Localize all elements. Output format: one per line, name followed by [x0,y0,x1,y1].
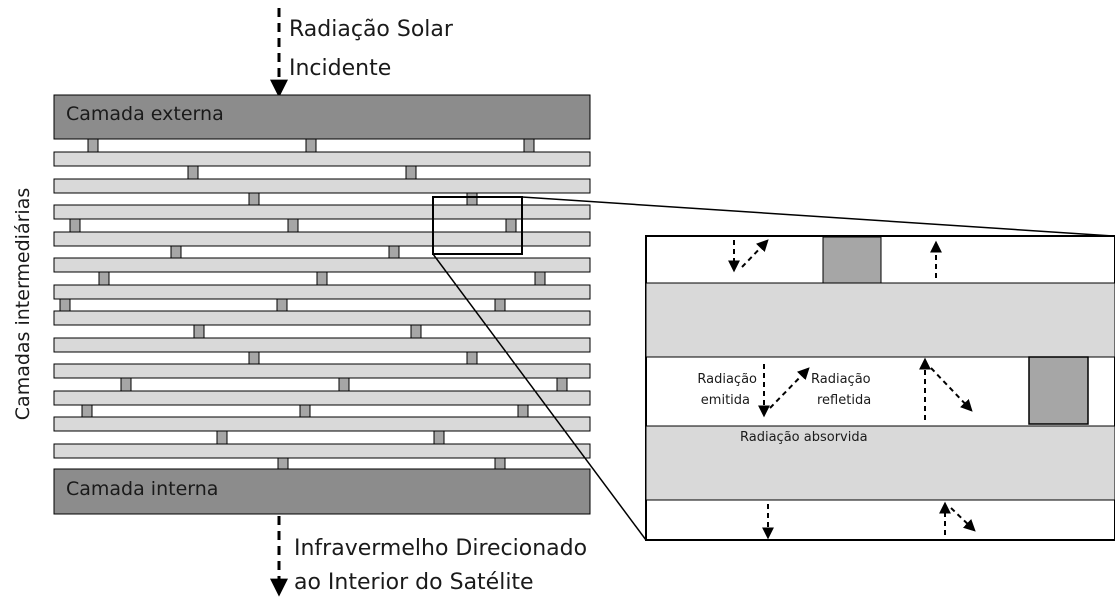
zoom-selection-box [432,196,523,255]
spacer-block [305,138,317,153]
spacer-block [388,245,400,259]
spacer-block [433,430,445,445]
spacer-block [81,404,93,418]
spacer-block [277,457,289,470]
zoom-connector-top [521,196,1114,237]
intermediate-layer [53,257,591,273]
spacer-block [556,377,568,392]
spacer-block [69,218,81,233]
intermediate-layer [53,337,591,353]
intermediate-layer [53,390,591,406]
intermediate-layers-label: Camadas intermediárias [12,188,34,420]
spacer-block [120,377,132,392]
spacer-block [494,457,506,470]
spacer-block [466,351,478,365]
intermediate-layer [53,231,591,247]
intermediate-layer [53,310,591,326]
intermediate-layers [53,151,591,459]
zoom-detail: Radiação emitida Radiação refletida Radi… [645,235,1115,541]
spacer-block [216,430,228,445]
inner-layer-label: Camada interna [66,478,218,500]
spacers [59,138,568,470]
spacer-block [338,377,350,392]
intermediate-layer [53,178,591,194]
spacer-block [87,138,99,153]
spacer-block [299,404,311,418]
intermediate-layer [53,443,591,459]
reflected-label-line1: Radiação [811,372,871,387]
spacer-block [316,271,328,286]
zoom-spacer-middle [1028,356,1089,425]
intermediate-layer [53,416,591,432]
spacer-block [523,138,535,153]
intermediate-layer [53,284,591,300]
spacer-block [534,271,546,286]
outgoing-label-line1: Infravermelho Direcionado [294,536,587,561]
zoom-spacer-top [822,236,882,284]
spacer-block [59,298,71,312]
outgoing-label-line2: ao Interior do Satélite [294,570,534,595]
spacer-block [193,324,205,339]
intermediate-layer [53,151,591,167]
spacer-block [187,165,199,180]
inner-layer [53,468,591,515]
intermediate-layer [53,204,591,220]
spacer-block [287,218,299,233]
spacer-block [517,404,529,418]
spacer-block [170,245,182,259]
spacer-block [248,351,260,365]
zoom-arrow-diag-middle [930,367,973,412]
emitted-label-line1: Radiação [697,372,757,387]
absorbed-label: Radiação absorvida [740,430,868,445]
zoom-layer-top [645,282,1115,358]
spacer-block [494,298,506,312]
zoom-connector-bottom [432,253,647,541]
incident-label-line2: Incidente [289,56,391,81]
spacer-block [410,324,422,339]
spacer-block [276,298,288,312]
spacer-block [98,271,110,286]
emitted-label-line2: emitida [701,393,750,408]
spacer-block [505,218,517,233]
incident-label-line1: Radiação Solar [289,17,454,42]
outer-layer [53,94,591,140]
intermediate-layer [53,363,591,379]
spacer-block [248,192,260,206]
reflected-radiation-arrow [769,367,810,409]
reflected-label-line2: refletida [817,393,871,408]
spacer-block [466,192,478,206]
outer-layer-label: Camada externa [66,103,224,125]
spacer-block [405,165,417,180]
zoom-arrow-diag-top [741,239,769,268]
zoom-layer-bottom [645,425,1115,501]
